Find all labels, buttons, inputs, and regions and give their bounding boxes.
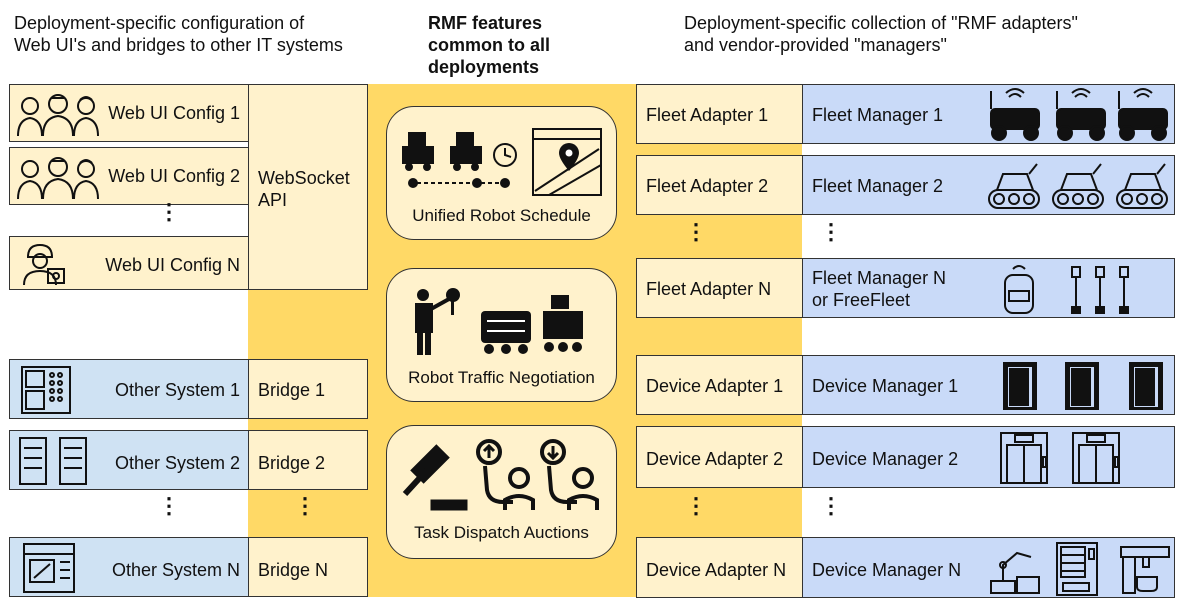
traffic-negotiation-icon	[415, 288, 583, 355]
web-ui-config-n: Web UI Config N	[9, 236, 249, 290]
web-ui-config-1-label: Web UI Config 1	[108, 103, 240, 123]
fleet-adapter-1-label: Fleet Adapter 1	[646, 105, 769, 125]
websocket-api: WebSocket API	[248, 84, 368, 290]
center-header-line-1: RMF features	[428, 13, 543, 33]
fleet-manager-2: Fleet Manager 2	[802, 155, 1175, 215]
server-cabinet-icon	[19, 437, 87, 485]
web-ui-config-2: Web UI Config 2	[9, 147, 249, 205]
fleet-manager-1-label: Fleet Manager 1	[812, 105, 944, 125]
right-header-line-2: and vendor-provided "managers"	[684, 35, 947, 55]
device-manager-n: Device Manager N	[802, 537, 1175, 598]
other-system-1-label: Other System 1	[114, 380, 240, 400]
device-adapter-2: Device Adapter 2	[636, 426, 803, 488]
device-adapter-ellipsis: ⋮	[685, 493, 707, 518]
freefleet-label: or FreeFleet	[812, 290, 911, 310]
fleet-manager-n-label: Fleet Manager N	[812, 268, 947, 288]
device-manager-n-label: Device Manager N	[812, 560, 962, 580]
fleet-adapter-n: Fleet Adapter N	[636, 258, 803, 318]
auction-icon	[402, 439, 599, 511]
left-header: Deployment-specific configuration of Web…	[14, 12, 374, 56]
device-adapter-n: Device Adapter N	[636, 537, 803, 598]
other-system-2: Other System 2	[9, 430, 249, 490]
center-header-line-3: deployments	[428, 57, 540, 77]
web-ui-config-n-label: Web UI Config N	[105, 255, 240, 275]
fleet-manager-1: Fleet Manager 1	[802, 84, 1175, 144]
right-header: Deployment-specific collection of "RMF a…	[684, 12, 1164, 56]
delivery-robots-icon	[990, 88, 1168, 141]
websocket-api-line-2: API	[258, 190, 288, 210]
center-header: RMF features common to all deployments	[428, 12, 598, 78]
robot-schedule-icon	[402, 128, 602, 196]
medical-staff-icon	[17, 157, 99, 200]
feature-robot-traffic-negotiation: Robot Traffic Negotiation	[386, 268, 617, 402]
doors-icon	[1003, 362, 1163, 410]
engineer-icon	[23, 243, 65, 286]
other-system-n-label: Other System N	[111, 560, 240, 580]
device-adapter-1-label: Device Adapter 1	[646, 376, 784, 396]
fleet-manager-ellipsis: ⋮	[820, 219, 842, 244]
other-system-2-label: Other System 2	[114, 453, 240, 473]
websocket-api-line-1: WebSocket	[258, 168, 350, 188]
bridge-2: Bridge 2	[248, 430, 368, 490]
device-adapter-n-label: Device Adapter N	[646, 560, 787, 580]
feature-unified-robot-schedule: Unified Robot Schedule	[386, 106, 617, 240]
left-header-line-1: Deployment-specific configuration of	[14, 13, 305, 33]
bridge-n-label: Bridge N	[258, 560, 329, 580]
web-ui-config-2-label: Web UI Config 2	[108, 166, 240, 186]
feature-task-dispatch-auctions-label: Task Dispatch Auctions	[414, 523, 589, 542]
devices-icon	[990, 542, 1170, 596]
bridge-2-label: Bridge 2	[258, 453, 326, 473]
fleet-adapter-ellipsis: ⋮	[685, 219, 707, 244]
fleet-adapter-n-label: Fleet Adapter N	[646, 279, 772, 299]
bridge-n: Bridge N	[248, 537, 368, 597]
device-manager-2-label: Device Manager 2	[812, 449, 959, 469]
device-adapter-1: Device Adapter 1	[636, 355, 803, 415]
other-system-1: Other System 1	[9, 359, 249, 419]
bridge-ellipsis: ⋮	[294, 493, 316, 518]
center-header-line-2: common to all	[428, 35, 551, 55]
left-header-line-2: Web UI's and bridges to other IT systems	[14, 35, 343, 55]
device-manager-1: Device Manager 1	[802, 355, 1175, 415]
device-manager-2: Device Manager 2	[802, 426, 1175, 488]
web-ui-config-1: Web UI Config 1	[9, 84, 249, 142]
server-rack-icon	[23, 543, 75, 593]
web-ui-ellipsis: ⋮	[158, 199, 180, 224]
right-header-line-1: Deployment-specific collection of "RMF a…	[684, 13, 1078, 33]
device-adapter-2-label: Device Adapter 2	[646, 449, 784, 469]
bridge-1: Bridge 1	[248, 359, 368, 419]
fleet-adapter-1: Fleet Adapter 1	[636, 84, 803, 144]
fleet-adapter-2-label: Fleet Adapter 2	[646, 176, 769, 196]
other-system-ellipsis: ⋮	[158, 493, 180, 518]
other-system-n: Other System N	[9, 537, 249, 597]
feature-task-dispatch-auctions: Task Dispatch Auctions	[386, 425, 617, 559]
elevators-icon	[1000, 432, 1120, 484]
feature-unified-robot-schedule-label: Unified Robot Schedule	[412, 206, 591, 225]
free-fleet-robots-icon	[1004, 265, 1129, 314]
control-panel-icon	[21, 366, 71, 414]
fleet-manager-n: Fleet Manager N or FreeFleet	[802, 258, 1175, 318]
fleet-manager-2-label: Fleet Manager 2	[812, 176, 944, 196]
device-manager-1-label: Device Manager 1	[812, 376, 959, 396]
bridge-1-label: Bridge 1	[258, 380, 326, 400]
tracked-robots-icon	[988, 163, 1168, 209]
fleet-adapter-2: Fleet Adapter 2	[636, 155, 803, 215]
medical-staff-icon	[17, 94, 99, 137]
feature-robot-traffic-negotiation-label: Robot Traffic Negotiation	[408, 368, 595, 387]
device-manager-ellipsis: ⋮	[820, 493, 842, 518]
